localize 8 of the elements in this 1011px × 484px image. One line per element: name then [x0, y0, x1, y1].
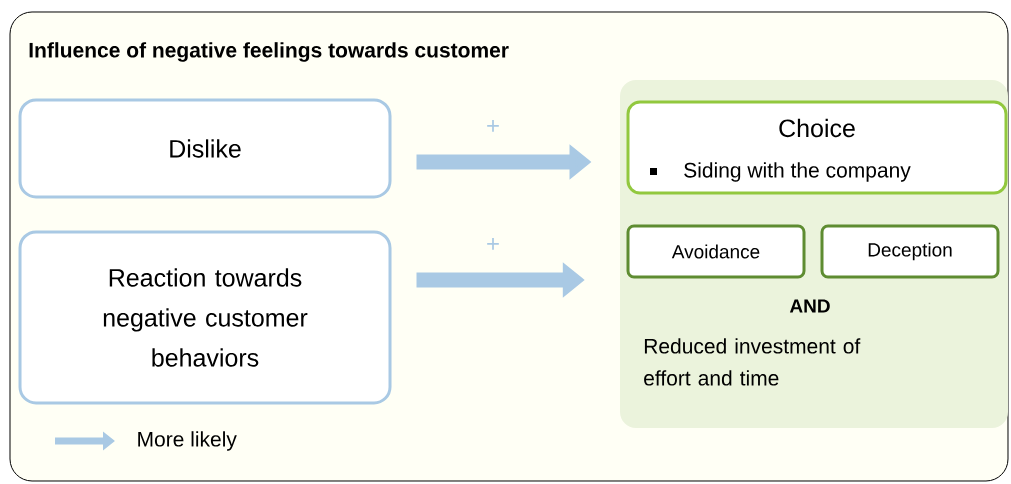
legend-label: More likely: [138, 431, 237, 451]
concept-box: Dislike: [18, 98, 392, 199]
edge-label: +: [487, 120, 499, 132]
edge-label: +: [487, 238, 499, 250]
outcome-box: Deception: [820, 224, 1000, 279]
concept-box: Reaction towards negative customer behaviors: [18, 230, 392, 405]
outcome-box: Avoidance: [626, 224, 806, 279]
choice-box: Choice Siding with the company: [626, 100, 1008, 195]
